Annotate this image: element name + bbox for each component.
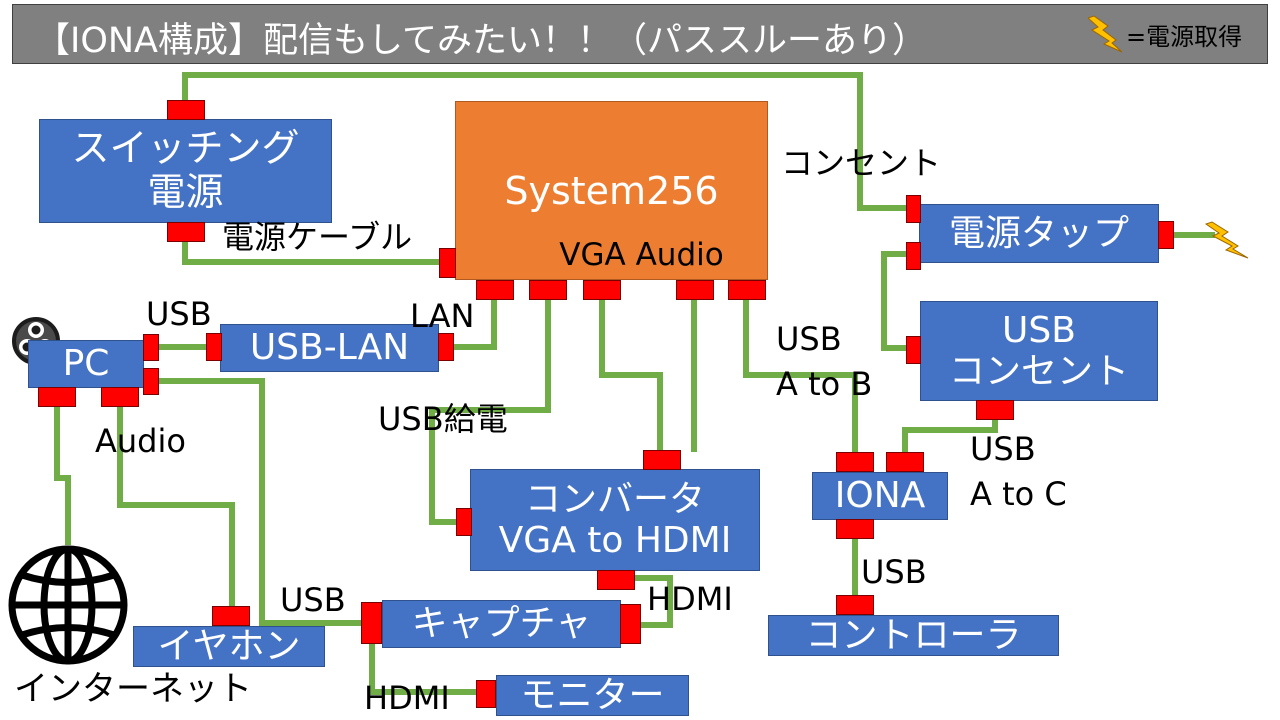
label-internet: インターネット [14, 669, 252, 709]
usb-lan-box: USB-LAN [220, 324, 439, 372]
wire-usblan-to-system [452, 296, 497, 350]
port-monitor [476, 680, 496, 708]
port-converter-hdmi [597, 570, 635, 590]
label-hdmi-monitor: HDMI [364, 679, 450, 717]
earphone-label: イヤホン [157, 625, 301, 667]
port-psu-top [167, 100, 205, 120]
label-audio: Audio [95, 422, 186, 460]
label-usb-a-to-c-line2: A to C [970, 475, 1067, 513]
system256-label: System256 [504, 169, 719, 213]
port-pc-usb [143, 334, 159, 361]
label-usb-a-to-b-line1: USB [776, 320, 842, 358]
port-pc-capture [143, 368, 159, 395]
port-iona-controller [836, 519, 874, 539]
title-bar: 【IONA構成】配信もしてみたい！！（パススルーあり） [12, 4, 1268, 64]
label-usb-capture: USB [280, 581, 346, 619]
wire-pc-audio-to-earphone [117, 406, 235, 607]
iona-label: IONA [834, 475, 926, 517]
port-strip-out [906, 242, 921, 270]
label-power-cable: 電源ケーブル [222, 218, 413, 256]
label-lan: LAN [410, 297, 475, 335]
controller-label: コントローラ [805, 614, 1022, 656]
label-usb-iona: USB [861, 553, 927, 591]
port-strip-plug [1158, 221, 1174, 249]
port-capture-hdmi [620, 604, 641, 644]
earphone-box: イヤホン [133, 626, 325, 667]
port-psu-bottom [167, 222, 205, 242]
converter-box: コンバータ VGA to HDMI [470, 469, 760, 571]
port-pc-audio [101, 387, 139, 407]
port-pc-lan [38, 387, 76, 407]
legend: =電源取得 [1088, 14, 1242, 54]
capture-label: キャプチャ [411, 603, 592, 645]
port-usblan-lan [438, 333, 454, 361]
lightning-icon [1204, 221, 1249, 259]
switching-power-supply-box: スイッチング 電源 [39, 119, 332, 223]
port-system-usb [728, 280, 766, 300]
converter-line1: コンバータ [524, 478, 705, 520]
legend-text: =電源取得 [1126, 22, 1243, 51]
port-converter-in [643, 450, 681, 470]
wire-psu-to-outlet [182, 72, 913, 211]
port-usblan-usb [206, 333, 222, 361]
port-capture-usb [361, 602, 382, 644]
monitor-box: モニター [496, 675, 689, 716]
controller-box: コントローラ [768, 615, 1059, 656]
pc-label: PC [62, 343, 110, 385]
port-system-audio [676, 280, 714, 300]
wire-system-vga-to-converter [599, 296, 663, 452]
lightning-icon [1088, 15, 1123, 53]
usb-outlet-box: USB コンセント [920, 301, 1158, 401]
wire-system-usb-power [429, 296, 551, 525]
port-usb-outlet-in [906, 336, 921, 364]
wire-psu-to-system [182, 240, 443, 265]
switching-psu-line1: スイッチング [71, 126, 300, 171]
usb-outlet-line1: USB [1002, 309, 1076, 351]
port-controller [836, 595, 874, 615]
wire-system-usb-to-iona [743, 296, 858, 452]
capture-box: キャプチャ [382, 600, 621, 648]
label-usb-a-to-b-line2: A to B [776, 365, 873, 403]
label-usb-a-to-c-line1: USB [970, 430, 1036, 468]
wire-pc-to-internet [54, 406, 71, 545]
port-converter-power [456, 508, 472, 536]
power-strip-box: 電源タップ [919, 204, 1159, 263]
port-system-usb-power [529, 280, 567, 300]
port-system-power [439, 248, 456, 278]
monitor-label: モニター [520, 674, 665, 716]
port-system-vga [583, 280, 621, 300]
usb-lan-label: USB-LAN [249, 327, 410, 369]
wire-usboutlet-to-iona [902, 420, 998, 452]
port-earphone [212, 606, 250, 626]
port-system-lan [476, 280, 514, 300]
globe-icon [8, 545, 128, 665]
power-strip-label: 電源タップ [948, 212, 1129, 254]
wire-strip-to-usboutlet [881, 251, 913, 351]
port-strip-in [906, 195, 921, 223]
label-usb-power: USB給電 [378, 400, 508, 438]
wire-pc-to-capture [157, 378, 362, 626]
system256-box: System256 VGA Audio [455, 101, 768, 280]
iona-box: IONA [812, 472, 948, 520]
wire-capture-to-monitor [369, 640, 478, 695]
system256-ports-label: VGA Audio [559, 236, 724, 273]
port-usb-outlet-out [976, 400, 1014, 420]
usb-outlet-line2: コンセント [948, 351, 1129, 392]
page-title: 【IONA構成】配信もしてみたい！！（パススルーあり） [35, 21, 927, 61]
pc-box: PC [28, 340, 144, 388]
converter-line2: VGA to HDMI [498, 520, 732, 561]
port-iona-usb-b [836, 452, 874, 472]
switching-psu-line2: 電源 [147, 170, 224, 214]
label-usb-pc: USB [146, 295, 212, 333]
label-hdmi-converter: HDMI [647, 580, 733, 618]
label-outlet: コンセント [781, 144, 942, 182]
port-iona-usb-c [886, 452, 924, 472]
